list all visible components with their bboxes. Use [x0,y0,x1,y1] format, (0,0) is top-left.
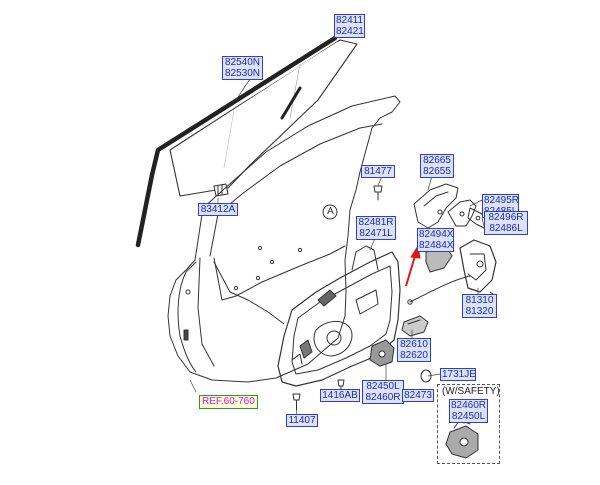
label-screw[interactable]: 1416AB [320,389,360,402]
safety-variant-box [437,384,500,464]
label-motor-part[interactable]: 82473 [402,389,434,402]
glass-run-channel [135,35,338,248]
callout-a-circle [322,204,338,220]
label-module[interactable]: 82481R 82471L [356,216,396,240]
rear-channel-strip [280,86,302,120]
callout-letter: A [327,206,334,217]
rod-bracket [447,199,477,227]
label-motor[interactable]: 82450L 82460R [362,380,404,404]
label-bolt-lower[interactable]: 11407 [286,414,318,427]
label-bolt-upper[interactable]: 81477 [361,165,395,178]
door-latch [459,239,497,293]
grommet [420,369,432,383]
bolt-81477 [373,185,383,193]
label-glass-channel[interactable]: 82411 82421 [334,14,365,38]
label-handle-bracket[interactable]: 82496R 82486L [484,211,528,235]
screw-1416ab [337,379,345,387]
bolt-11407 [292,393,301,401]
label-handle-assy[interactable]: 82610 82620 [397,338,431,362]
label-grommet[interactable]: 1731JE [440,368,476,381]
safety-title: (W/SAFETY) [442,386,500,397]
door-glass [169,39,358,197]
inner-handle [401,315,429,337]
label-run-channel[interactable]: 82540N 82530N [222,56,263,80]
label-safety-motor[interactable]: 82460R 82450L [449,399,488,423]
label-cable[interactable]: 82494X 82484X [417,228,454,252]
label-latch[interactable]: 81310 81320 [462,294,497,318]
label-bracket[interactable]: 82665 82655 [420,154,454,178]
ref-label[interactable]: REF.60-760 [199,395,258,409]
glass-holder-clip [213,183,229,197]
regulator-module [277,251,401,387]
door-inner-panel [167,95,401,383]
pointer-arrow [405,244,421,287]
label-glass-holder[interactable]: 83412A [198,203,238,216]
upper-bracket [413,183,459,229]
